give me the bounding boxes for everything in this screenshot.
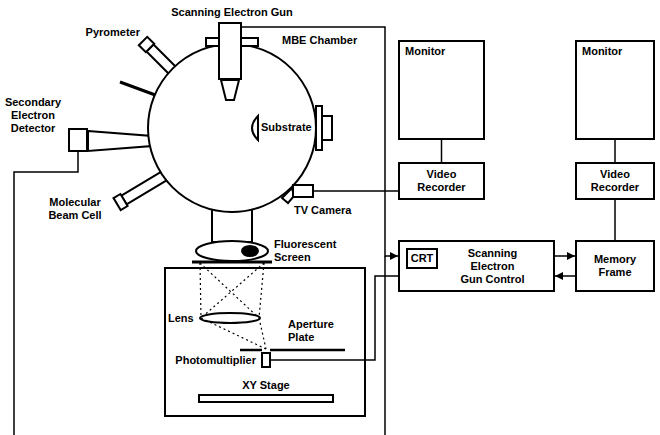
aperture-plate <box>270 349 345 352</box>
node-label: Monitor <box>405 45 478 58</box>
node-label: Photomultiplier <box>167 354 256 367</box>
xy-stage: XY Stage <box>198 394 334 403</box>
diffraction-pattern <box>242 246 258 256</box>
part-label: Aperture Plate <box>288 318 340 344</box>
tv-camera: TV Camera <box>292 184 314 198</box>
memory-frame: Memory Frame <box>575 240 655 292</box>
signal-line <box>614 140 616 162</box>
part-label: Fluorescent Screen <box>274 238 342 264</box>
light-ray <box>200 263 201 318</box>
port-rod <box>120 82 158 96</box>
signal-line <box>614 200 616 240</box>
substrate-holder <box>252 116 258 140</box>
control-unit: Scanning Electron Gun Control CRT <box>398 240 555 292</box>
node-label: Secondary Electron Detector <box>2 96 64 135</box>
signal-line <box>441 140 443 162</box>
light-ray <box>200 263 259 318</box>
node-label: Video Recorder <box>411 168 473 194</box>
part-label: Lens <box>168 312 194 325</box>
beam-cell-tube <box>121 172 166 205</box>
node-label: Monitor <box>582 45 648 58</box>
node-label: TV Camera <box>294 204 351 217</box>
light-ray <box>259 318 266 349</box>
node-label: Scanning Electron Gun Control <box>459 247 526 286</box>
signal-line <box>271 276 398 360</box>
video-recorder: Video Recorder <box>575 162 655 200</box>
part-label: Molecular Beam Cell <box>44 196 106 222</box>
monitor-screen: Monitor <box>398 40 485 140</box>
photomultiplier: Photomultiplier <box>261 352 271 368</box>
node-label: Video Recorder <box>584 168 646 194</box>
part-label: Pyrometer <box>78 26 140 39</box>
substrate-manipulator <box>322 116 332 140</box>
part-label: Substrate <box>261 121 312 134</box>
detector-cone <box>88 131 152 151</box>
light-ray <box>201 263 264 318</box>
signal-line <box>314 190 398 192</box>
lens-symbol <box>200 313 260 323</box>
video-recorder: Video Recorder <box>398 162 485 200</box>
gun-nozzle <box>221 80 239 100</box>
signal-line <box>555 255 575 257</box>
light-ray <box>259 263 264 318</box>
detector: Secondary Electron Detector <box>68 128 88 152</box>
node-label: XY Stage <box>198 379 334 392</box>
node-label: Memory Frame <box>588 253 642 279</box>
signal-wire <box>384 256 386 435</box>
part-label: MBE Chamber <box>282 34 357 47</box>
node-label: Scanning Electron Gun <box>162 6 302 19</box>
light-ray <box>201 318 266 349</box>
signal-line <box>555 275 575 277</box>
aperture-plate <box>240 349 262 352</box>
node-label: CRT <box>411 252 434 265</box>
beam-cell-cap <box>114 194 128 210</box>
detector-wire <box>14 152 78 435</box>
fluorescent-screen <box>196 241 268 261</box>
signal-line <box>242 27 398 256</box>
crt-box: CRT <box>406 248 438 269</box>
monitor-screen: Monitor <box>575 40 655 140</box>
pyrometer-head <box>139 37 154 52</box>
optics-housing <box>165 268 365 416</box>
electron-gun: Scanning Electron Gun <box>218 22 242 80</box>
